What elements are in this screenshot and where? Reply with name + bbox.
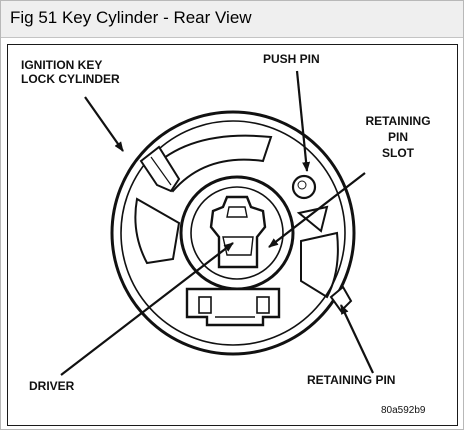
- caption-bar: Fig 51 Key Cylinder - Rear View: [1, 1, 463, 38]
- label-retaining-pin-slot-line2: PIN: [388, 130, 408, 144]
- arrow-driver: [60, 242, 234, 376]
- label-push-pin: PUSH PIN: [263, 52, 320, 66]
- upper-arc-cutout: [149, 134, 273, 193]
- label-driver: DRIVER: [29, 379, 75, 393]
- retaining-pin-slot: [296, 205, 329, 233]
- label-retaining-pin-slot-line3: SLOT: [382, 146, 415, 160]
- label-ignition-key-line2: LOCK CYLINDER: [21, 72, 120, 86]
- label-retaining-pin: RETAINING PIN: [307, 373, 395, 387]
- arrow-push-pin: [295, 70, 311, 172]
- outer-housing-ring: [110, 110, 356, 356]
- figure-caption: Fig 51 Key Cylinder - Rear View: [10, 8, 252, 27]
- left-lower-wedge: [134, 197, 181, 265]
- arrow-retaining-pin-slot: [268, 172, 366, 248]
- label-ignition-key-line1: IGNITION KEY: [21, 58, 102, 72]
- label-retaining-pin-slot-line1: RETAINING: [365, 114, 430, 128]
- push-pin: [291, 174, 317, 200]
- arrow-retaining-pin: [340, 304, 374, 374]
- figure-code: 80a592b9: [381, 405, 426, 416]
- inner-housing-ring: [120, 120, 346, 346]
- arrow-ignition-key: [84, 96, 124, 152]
- right-lower-wedge: [300, 231, 339, 299]
